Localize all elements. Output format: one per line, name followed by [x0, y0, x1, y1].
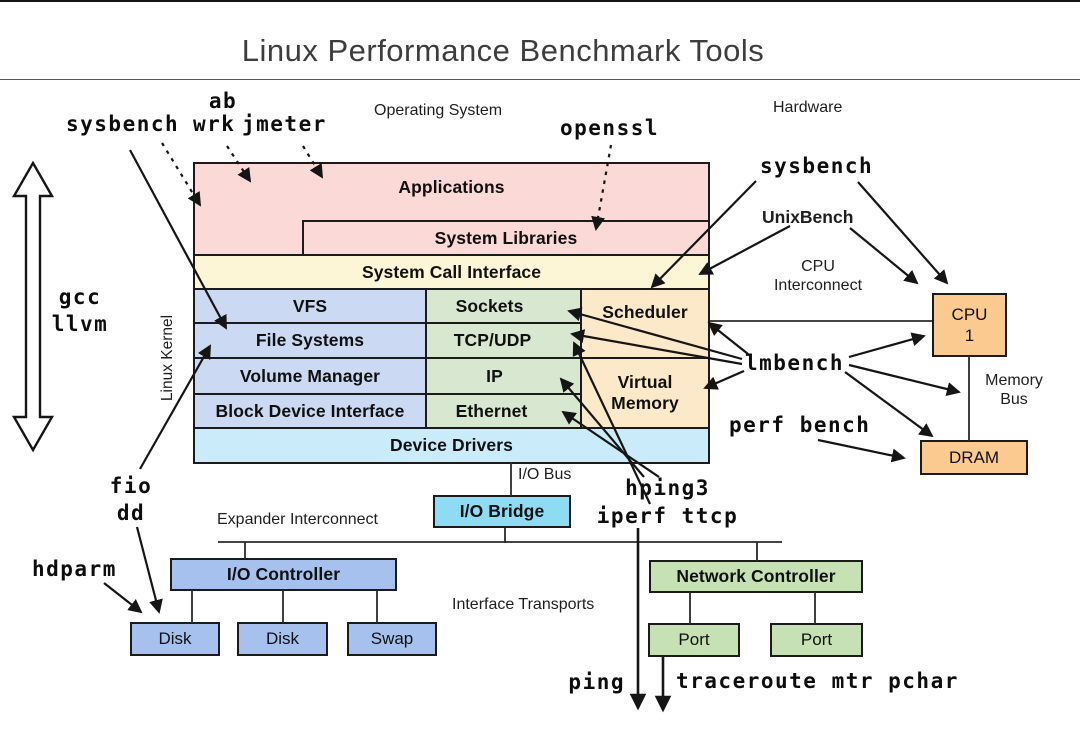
volume-manager-label: Volume Manager [239, 365, 381, 386]
box-system-call-interface: System Call Interface [193, 254, 710, 290]
box-disk-2: Disk [237, 622, 328, 656]
tool-llvm: llvm [51, 312, 109, 336]
box-file-systems: File Systems [193, 322, 427, 359]
tool-ping: ping [568, 670, 625, 694]
tool-lmbench: lmbench [745, 351, 845, 375]
arrow-perf-bench-to-dram [817, 438, 906, 463]
network-controller-label: Network Controller [676, 566, 836, 586]
system-libraries-label: System Libraries [434, 227, 578, 248]
system-call-interface-label: System Call Interface [361, 261, 542, 282]
tool-openssl: openssl [560, 116, 660, 140]
box-volume-manager: Volume Manager [193, 357, 427, 395]
box-disk-1: Disk [130, 622, 220, 656]
tool-gcc: gcc [58, 285, 102, 309]
title-divider [0, 79, 1080, 80]
cpu-label-line1: CPU [951, 304, 988, 324]
applications-label: Applications [398, 177, 505, 197]
arrow-lmbench-to-memory-bus [848, 363, 961, 396]
tool-unixbench: UnixBench [762, 207, 854, 227]
box-tcp-udp: TCP/UDP [425, 322, 582, 359]
cpu-interconnect-label: CPU Interconnect [773, 258, 863, 294]
dram-label: DRAM [948, 447, 1000, 467]
box-ethernet: Ethernet [425, 393, 582, 429]
tcp-udp-label: TCP/UDP [453, 330, 532, 350]
linux-kernel-label: Linux Kernel [159, 314, 176, 402]
ip-label: IP [486, 365, 503, 386]
block-device-interface-label: Block Device Interface [215, 400, 405, 421]
expander-interconnect-label: Expander Interconnect [217, 511, 378, 528]
arrow-hdparm-to-disk [103, 582, 143, 614]
port-2-label: Port [800, 630, 833, 649]
box-device-drivers: Device Drivers [193, 427, 710, 464]
interface-transports-label: Interface Transports [452, 596, 595, 613]
sockets-label: Sockets [455, 295, 524, 316]
disk-1-label: Disk [158, 629, 192, 648]
tool-jmeter: jmeter [242, 112, 327, 136]
io-bridge-label: I/O Bridge [459, 501, 545, 521]
box-swap: Swap [347, 622, 437, 656]
box-block-device-interface: Block Device Interface [193, 393, 427, 429]
tool-sysbench-right: sysbench [760, 154, 874, 178]
tool-hping3: hping3 [625, 476, 710, 500]
box-system-libraries: System Libraries [302, 220, 710, 256]
memory-bus-label: Memory Bus [985, 372, 1043, 408]
scheduler-label: Scheduler [602, 302, 688, 322]
box-port-2: Port [770, 623, 863, 657]
tool-ab: ab [208, 89, 238, 113]
arrow-lmbench-to-scheduler [707, 321, 749, 355]
port-1-label: Port [678, 630, 710, 649]
box-scheduler: Scheduler [580, 288, 710, 359]
tool-wrk: wrk [193, 112, 236, 136]
box-virtual-memory: Virtual Memory [580, 357, 710, 429]
tool-fio: fio [109, 474, 153, 498]
network-path-arrows [629, 528, 672, 713]
arrow-lmbench-to-cpu [848, 332, 926, 359]
io-bus-label: I/O Bus [518, 466, 572, 483]
tool-perf-bench: perf bench [729, 413, 871, 437]
top-border [0, 0, 1080, 2]
box-cpu-1: CPU 1 [932, 293, 1007, 357]
io-controller-label: I/O Controller [226, 564, 341, 584]
swap-label: Swap [370, 629, 414, 648]
tool-hdparm: hdparm [32, 557, 117, 581]
box-vfs: VFS [193, 288, 427, 324]
box-dram: DRAM [920, 440, 1028, 475]
box-port-1: Port [648, 623, 740, 657]
operating-system-heading: Operating System [374, 102, 503, 119]
box-network-controller: Network Controller [649, 560, 863, 593]
box-ip: IP [425, 357, 582, 395]
disk-2-label: Disk [265, 629, 300, 648]
box-io-bridge: I/O Bridge [433, 495, 571, 528]
tool-dd: dd [116, 501, 146, 525]
box-sockets: Sockets [425, 288, 582, 324]
build-scope-double-arrow [11, 160, 55, 453]
tool-iperf-ttcp: iperf ttcp [596, 504, 739, 528]
page-title: Linux Performance Benchmark Tools [241, 33, 765, 68]
device-drivers-label: Device Drivers [389, 435, 513, 455]
vfs-label: VFS [292, 295, 328, 316]
file-systems-label: File Systems [255, 330, 365, 350]
tool-sysbench-left: sysbench [66, 112, 180, 136]
virtual-memory-label: Virtual Memory [611, 372, 679, 413]
ethernet-label: Ethernet [455, 400, 528, 421]
hardware-heading: Hardware [773, 99, 843, 116]
cpu-label-line2: 1 [964, 326, 975, 345]
tool-traceroute-mtr-pchar: traceroute mtr pchar [676, 669, 959, 693]
arrow-lmbench-to-virtual-memory [703, 369, 745, 390]
arrow-dd-to-disk [135, 526, 163, 614]
box-io-controller: I/O Controller [170, 558, 397, 591]
